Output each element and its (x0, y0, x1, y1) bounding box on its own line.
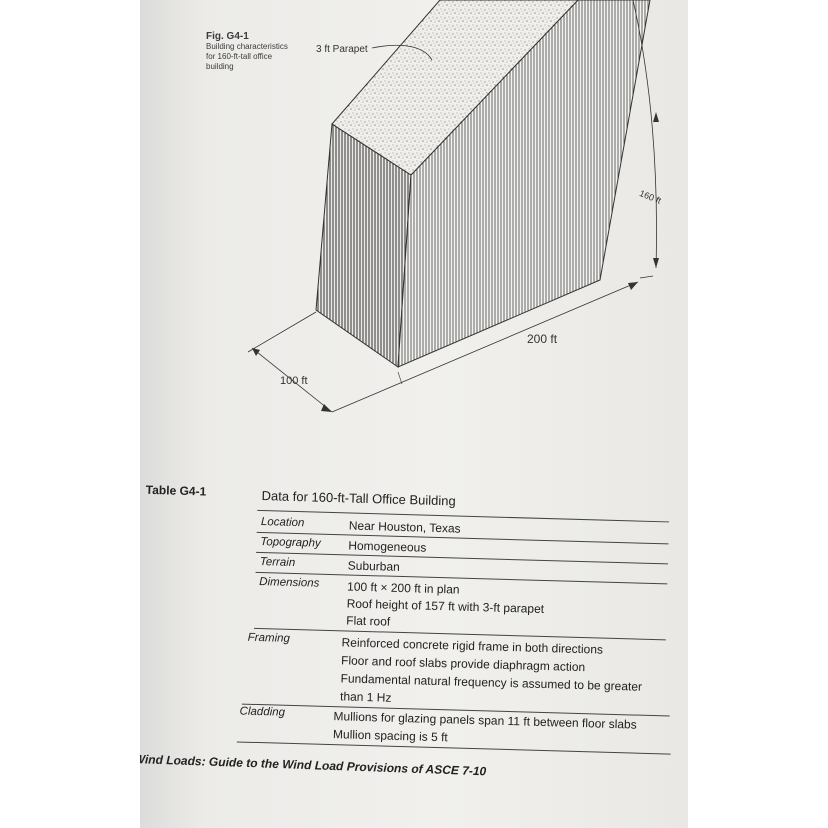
table-bottom-rule (236, 741, 671, 755)
row-value-cladding-2: Mullion spacing is 5 ft (332, 727, 448, 745)
roof (331, 0, 579, 176)
width-dimension-line (251, 347, 333, 413)
row-value-topography: Homogeneous (348, 538, 427, 555)
row-key-cladding: Cladding (239, 705, 286, 719)
building-drawing (247, 0, 659, 413)
parapet-leader-line (371, 44, 433, 61)
row-key-dimensions: Dimensions (259, 576, 320, 590)
book-page: Fig. G4-1 Building characteristics for 1… (140, 0, 688, 828)
table-title: Data for 160-ft-Tall Office Building (261, 488, 456, 509)
row-rule (256, 551, 668, 565)
length-label: 200 ft (527, 332, 558, 346)
height-dimension-line (632, 0, 657, 269)
row-value-terrain: Suburban (347, 558, 400, 574)
length-dimension-line (331, 281, 639, 413)
row-key-framing: Framing (247, 631, 291, 645)
table-label: Table G4-1 (145, 482, 207, 499)
figure-caption: Fig. G4-1 Building characteristics for 1… (206, 32, 296, 72)
figure-number: Fig. G4-1 (206, 31, 249, 42)
figure-caption-text: Building characteristics for 160-ft-tall… (206, 42, 288, 71)
row-value-dimensions-3: Flat roof (346, 613, 391, 629)
table-top-rule (257, 509, 670, 523)
row-value-framing-4: than 1 Hz (339, 689, 392, 705)
data-table: Table G4-1 Data for 160-ft-Tall Office B… (140, 481, 688, 796)
row-key-terrain: Terrain (259, 556, 296, 570)
row-value-dimensions-1: 100 ft × 200 ft in plan (346, 579, 460, 597)
row-key-location: Location (260, 516, 305, 530)
width-label: 100 ft (280, 375, 308, 387)
row-key-topography: Topography (260, 536, 321, 550)
row-value-location: Near Houston, Texas (348, 518, 461, 536)
parapet-label: 3 ft Parapet (316, 44, 368, 55)
